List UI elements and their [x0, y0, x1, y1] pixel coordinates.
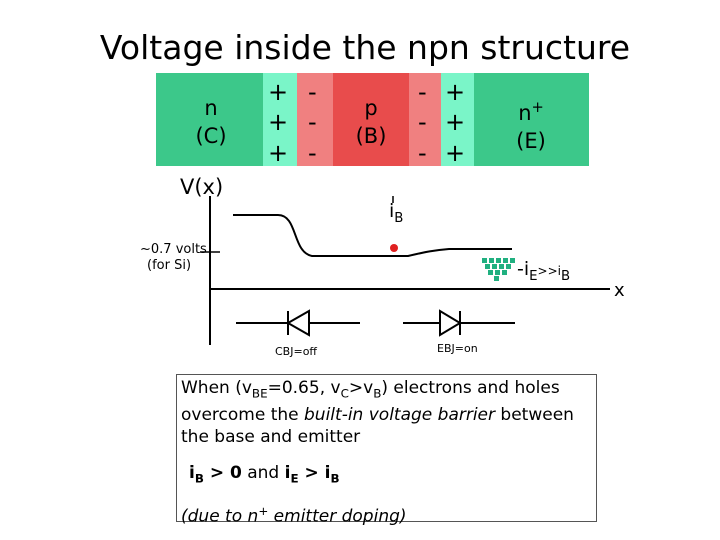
base-current-sub: B: [394, 210, 404, 226]
x-axis-label: x: [614, 280, 625, 301]
plus-charge: +: [268, 78, 289, 106]
page-title: Voltage inside the npn structure: [99, 28, 631, 67]
emitter-type-letter: n: [518, 101, 532, 125]
minus-charge: -: [418, 139, 427, 167]
base-depletion-left: [297, 73, 333, 166]
hole-dot: [390, 244, 398, 252]
explanation-box: When (vBE=0.65, vC>vB) electrons and hol…: [176, 374, 597, 526]
collector-depletion: [263, 73, 297, 166]
voltage-curve: [233, 214, 512, 257]
voltage-value: ~0.7 volts: [140, 242, 207, 257]
base-type: p: [364, 96, 378, 120]
explanation-line-5: (due to n+ emitter doping): [181, 503, 407, 527]
minus-charge: -: [418, 108, 427, 136]
emitter-current-pre: -i: [517, 258, 530, 280]
plus-charge: +: [445, 78, 466, 106]
collector-label: n (C): [176, 94, 246, 150]
base-depletion-right: [409, 73, 441, 166]
emitter-type: n+: [496, 94, 566, 127]
voltage-material: (for Si): [147, 258, 192, 273]
ebj-label: EBJ=on: [437, 342, 478, 355]
emitter-current-label: -iE>>iB: [517, 258, 570, 284]
emitter-current-mid: >>i: [537, 264, 561, 278]
minus-charge: -: [308, 108, 317, 136]
plus-charge: +: [268, 108, 289, 136]
explanation-line-4: iB > 0 and iE > iB: [189, 463, 340, 486]
plus-charge: +: [445, 139, 466, 167]
explanation-line-2: overcome the built-in voltage barrier be…: [181, 405, 574, 426]
ebj-diode-symbol: [403, 309, 515, 337]
explanation-line-1: When (vBE=0.65, vC>vB) electrons and hol…: [181, 378, 560, 401]
base-label: p (B): [336, 94, 406, 150]
minus-charge: -: [418, 78, 427, 106]
emitter-terminal: (E): [516, 129, 546, 153]
emitter-type-sup: +: [531, 99, 544, 116]
cbj-diode-symbol: [236, 309, 360, 337]
base-region: [333, 73, 409, 166]
minus-charge: -: [308, 78, 317, 106]
emitter-current-sub2: B: [561, 268, 571, 284]
base-current-symbol: i: [389, 200, 395, 222]
collector-terminal: (C): [195, 124, 227, 148]
y-axis-label: V(x): [180, 175, 224, 199]
minus-charge: -: [308, 139, 317, 167]
collector-type: n: [204, 96, 218, 120]
base-current-label: iB: [389, 200, 403, 226]
electron-cluster: [482, 258, 515, 281]
base-terminal: (B): [355, 124, 387, 148]
voltage-annotation: ~0.7 volts (for Si): [140, 242, 207, 274]
plus-charge: +: [445, 108, 466, 136]
emitter-current-sub: E: [529, 268, 538, 284]
cbj-label: CBJ=off: [275, 345, 317, 358]
emitter-region: [474, 73, 589, 166]
explanation-line-3: the base and emitter: [181, 427, 361, 448]
plus-charge: +: [268, 139, 289, 167]
emitter-depletion: [441, 73, 474, 166]
collector-region: [156, 73, 263, 166]
emitter-label: n+ (E): [496, 94, 566, 155]
